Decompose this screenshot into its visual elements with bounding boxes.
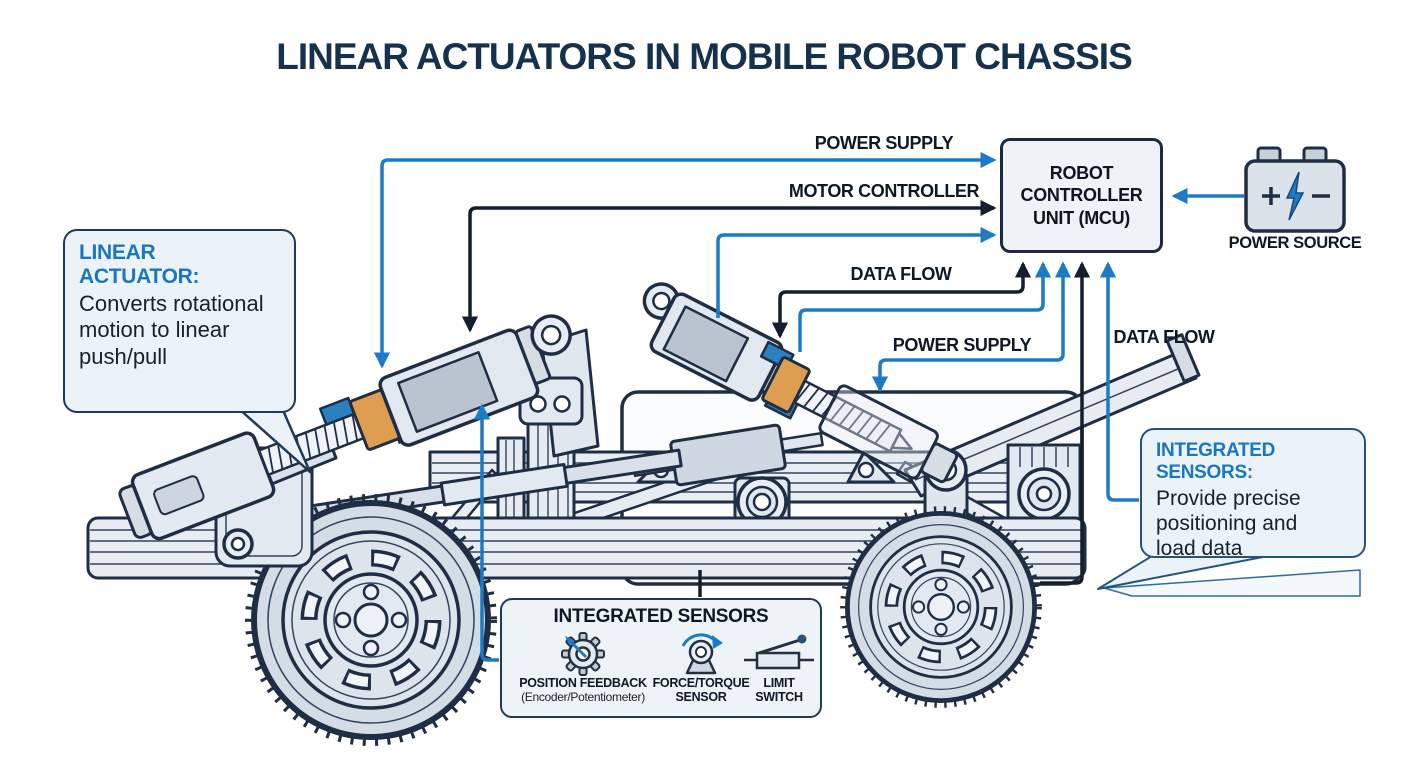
label-data-flow-right: DATA FLOW	[1113, 327, 1215, 347]
sensor-item-position-feedback: POSITION FEEDBACK (Encoder/Potentiometer…	[510, 630, 656, 705]
power-supply-line-1	[373, 151, 997, 369]
label-motor-controller: MOTOR CONTROLLER	[788, 181, 980, 201]
callout-body: Converts rotational motion to linear pus…	[79, 291, 264, 369]
callout-title: LINEAR ACTUATOR:	[79, 241, 200, 288]
label-data-flow-mid: DATA FLOW	[850, 264, 952, 284]
page-title: LINEAR ACTUATORS IN MOBILE ROBOT CHASSIS	[276, 36, 1133, 77]
motor-controller-line	[461, 199, 997, 333]
battery-icon	[1244, 146, 1346, 233]
sensor-item-limit-switch: LIMIT SWITCH	[744, 630, 814, 705]
actuator2-supply-line	[716, 226, 997, 318]
label-power-source: POWER SOURCE	[1228, 234, 1362, 252]
robot-controller-unit-box: ROBOT CONTROLLER UNIT (MCU)	[1000, 138, 1163, 253]
label-power-supply-top: POWER SUPPLY	[814, 133, 954, 153]
label-power-supply-mid: POWER SUPPLY	[892, 335, 1032, 355]
force-torque-sensor-icon	[673, 630, 729, 676]
plus-terminal-icon	[1262, 187, 1280, 205]
sensor-item-sublabel: (Encoder/Potentiometer)	[521, 690, 645, 705]
data-flow-line-2	[1099, 261, 1139, 502]
position-feedback-gear-icon	[556, 630, 610, 676]
sensor-item-label: POSITION FEEDBACK	[519, 676, 647, 690]
linear-actuator-callout: LINEAR ACTUATOR: Converts rotational mot…	[63, 229, 296, 413]
callout-body: Provide precise positioning and load dat…	[1156, 487, 1301, 561]
sensor-item-label: LIMIT SWITCH	[755, 676, 803, 705]
integrated-sensors-box: INTEGRATED SENSORS	[500, 598, 822, 718]
sensor-item-label: FORCE/TORQUE SENSOR	[652, 676, 750, 705]
callout-tails	[236, 406, 1361, 597]
limit-switch-icon	[744, 630, 814, 676]
lightning-bolt-icon	[1285, 171, 1305, 221]
callout-title: INTEGRATED SENSORS:	[1156, 440, 1276, 483]
sensors-box-title: INTEGRATED SENSORS	[553, 606, 769, 627]
power-supply-line-2	[871, 261, 1072, 393]
connection-lines	[373, 151, 1244, 662]
integrated-sensors-callout: INTEGRATED SENSORS: Provide precise posi…	[1140, 428, 1366, 560]
sensors-box-blue-link	[473, 403, 499, 662]
sensor-item-force-torque: FORCE/TORQUE SENSOR	[653, 630, 750, 705]
motor-data-line	[1040, 261, 1091, 585]
